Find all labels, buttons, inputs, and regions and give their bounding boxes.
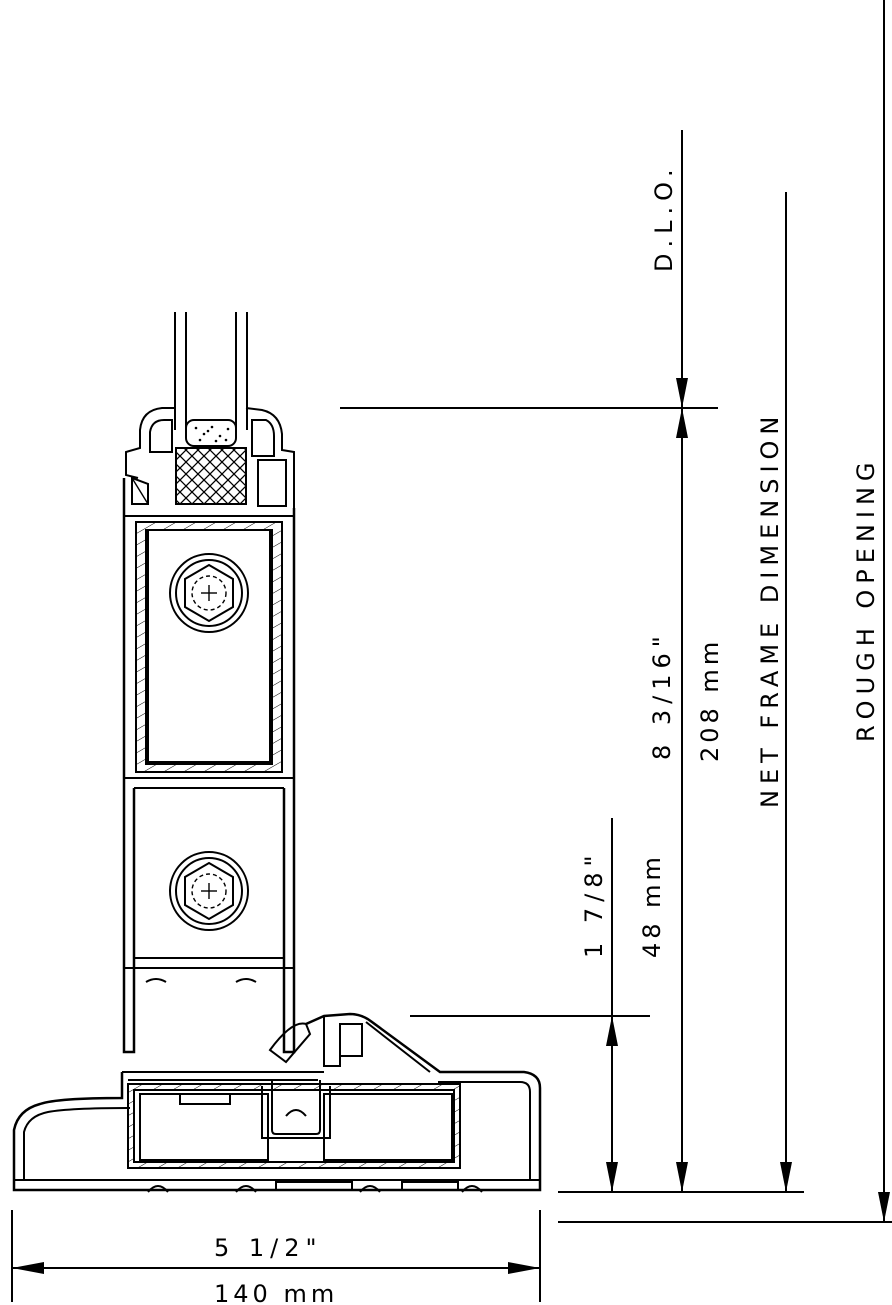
- width-inches: 5 1/2": [214, 1234, 323, 1262]
- dimension-labels: D.L.O. 8 3/16" 208 mm NET FRAME DIMENSIO…: [214, 163, 880, 1305]
- sill-height-mm: 48 mm: [638, 853, 666, 958]
- rough-opening-label: ROUGH OPENING: [852, 456, 880, 742]
- arrow-sash-top: [676, 408, 688, 438]
- arrow-sill-top: [606, 1016, 618, 1046]
- dlo-label: D.L.O.: [650, 163, 678, 272]
- sash-lower-chamber: [124, 957, 294, 1052]
- dimension-arrows: [12, 378, 890, 1274]
- arrow-dlo: [676, 378, 688, 408]
- glass-pane: [174, 312, 248, 430]
- arrow-width-left: [12, 1262, 44, 1274]
- screw-top: [169, 553, 249, 633]
- sill-height-inches: 1 7/8": [580, 849, 608, 958]
- arrow-sill-bottom: [606, 1162, 618, 1192]
- glazing-sealant: [175, 447, 247, 505]
- spacer-desiccant: [185, 419, 237, 447]
- width-mm: 140 mm: [214, 1280, 338, 1305]
- arrow-width-right: [508, 1262, 540, 1274]
- screw-bottom: [169, 851, 249, 931]
- sash-height-mm: 208 mm: [696, 638, 724, 762]
- arrow-sash-bottom: [676, 1162, 688, 1192]
- arrow-rough-opening: [878, 1192, 890, 1222]
- arrow-net-frame: [780, 1162, 792, 1192]
- sash-height-inches: 8 3/16": [648, 630, 676, 760]
- desiccant-dots: [194, 425, 230, 443]
- sill-frame-profile: [12, 1012, 542, 1193]
- dimension-lines: [11, 0, 892, 1302]
- sash-profile: [122, 407, 296, 1054]
- net-frame-label: NET FRAME DIMENSION: [756, 411, 784, 808]
